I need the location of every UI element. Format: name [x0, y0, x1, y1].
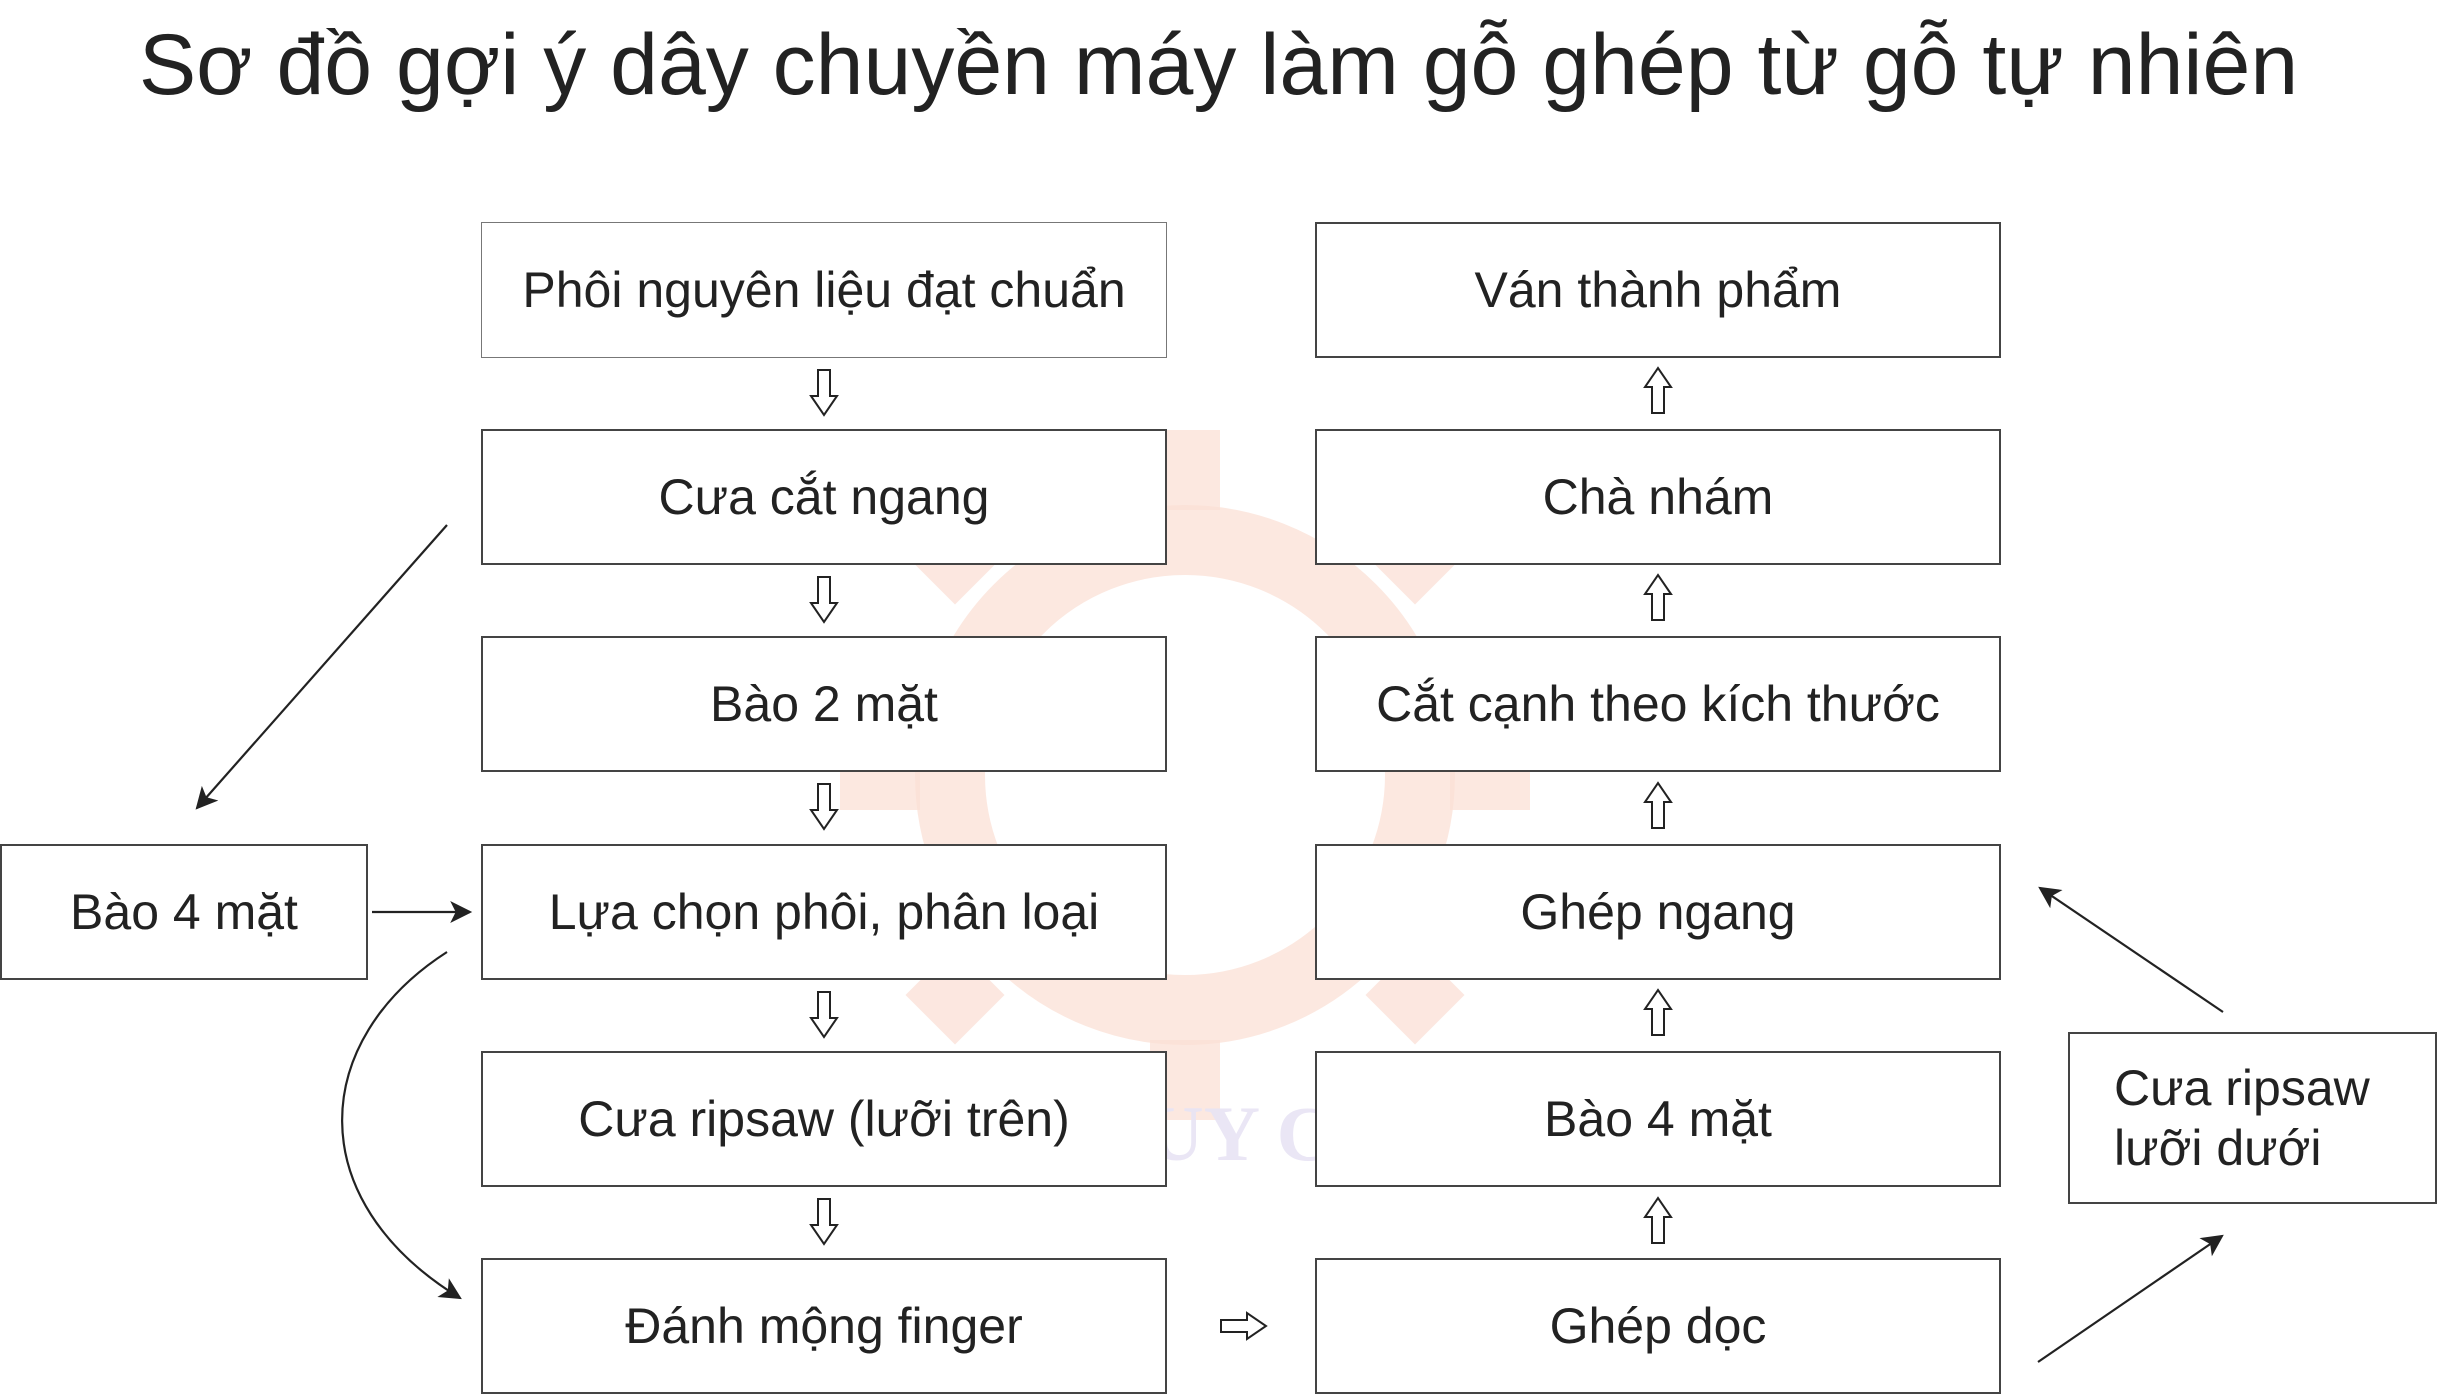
- step-horizontal-joining: Ghép ngang: [1315, 844, 2001, 980]
- down-arrow-icon: [809, 369, 839, 417]
- step-sanding: Chà nhám: [1315, 429, 2001, 565]
- right-arrow-icon: [1220, 1311, 1268, 1341]
- step-longitudinal-joining: Ghép dọc: [1315, 1258, 2001, 1394]
- step-raw-blank: Phôi nguyên liệu đạt chuẩn: [481, 222, 1167, 358]
- step-ripsaw-upper: Cưa ripsaw (lưỡi trên): [481, 1051, 1167, 1187]
- arrow-to-ripsaw-lower: [2037, 1234, 2224, 1363]
- up-arrow-icon: [1643, 366, 1673, 414]
- arrow-curve-to-finger-joint: [341, 951, 462, 1300]
- step-edge-cutting: Cắt cạnh theo kích thước: [1315, 636, 2001, 772]
- step-cross-cut-saw: Cưa cắt ngang: [481, 429, 1167, 565]
- side-four-side-planer: Bào 4 mặt: [0, 844, 368, 980]
- up-arrow-icon: [1643, 988, 1673, 1036]
- arrow-to-side-planer: [195, 524, 448, 810]
- arrow-ripsaw-lower-to-horizontal-joining: [2038, 886, 2224, 1013]
- up-arrow-icon: [1643, 573, 1673, 621]
- side-ripsaw-lower: Cưa ripsaw lưỡi dưới: [2068, 1032, 2437, 1204]
- down-arrow-icon: [809, 991, 839, 1039]
- up-arrow-icon: [1643, 781, 1673, 829]
- down-arrow-icon: [809, 576, 839, 624]
- step-four-side-planer: Bào 4 mặt: [1315, 1051, 2001, 1187]
- page-title: Sơ đồ gợi ý dây chuyền máy làm gỗ ghép t…: [138, 17, 2299, 113]
- step-two-side-planer: Bào 2 mặt: [481, 636, 1167, 772]
- down-arrow-icon: [809, 1198, 839, 1246]
- step-blank-sorting: Lựa chọn phôi, phân loại: [481, 844, 1167, 980]
- down-arrow-icon: [809, 783, 839, 831]
- step-finished-board: Ván thành phẩm: [1315, 222, 2001, 358]
- step-finger-joint: Đánh mộng finger: [481, 1258, 1167, 1394]
- up-arrow-icon: [1643, 1196, 1673, 1244]
